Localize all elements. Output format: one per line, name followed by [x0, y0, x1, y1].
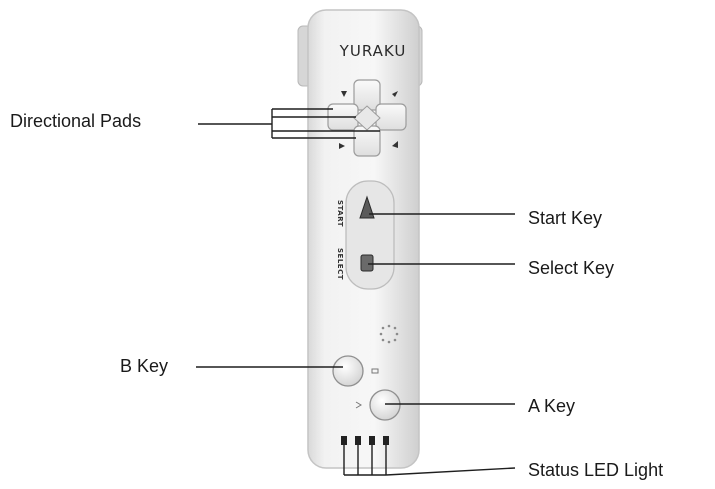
dpad-arrow-icons: [339, 91, 398, 149]
arrow-downright-icon: [392, 141, 398, 148]
arrow-upright-icon: [392, 91, 398, 97]
arrow-upleft-icon: [341, 91, 347, 97]
arrow-downleft-icon: [339, 143, 345, 149]
callout-select-key: Select Key: [528, 258, 615, 278]
a-key[interactable]: [369, 389, 401, 421]
start-button-label: START: [336, 200, 344, 228]
led-4: [383, 436, 389, 445]
start-key[interactable]: [359, 195, 375, 219]
callout-a-key: A Key: [528, 396, 576, 416]
led-3: [369, 436, 375, 445]
status-leds: [341, 436, 389, 445]
select-key[interactable]: [360, 254, 374, 272]
brand-logo-text: YURAKU: [339, 42, 407, 60]
a-key-marker-icon: [355, 401, 362, 409]
dpad-center-diamond: [353, 105, 381, 131]
b-key[interactable]: [332, 355, 364, 387]
callout-lines: [196, 108, 516, 476]
led-1: [341, 436, 347, 445]
directional-pad[interactable]: [327, 79, 407, 157]
callout-directional-pads: Directional Pads: [10, 111, 142, 131]
callout-start-key: Start Key: [528, 208, 603, 228]
start-select-panel: [345, 180, 395, 290]
led-2: [355, 436, 361, 445]
callout-status-led: Status LED Light: [528, 460, 664, 480]
speaker-grille: [379, 324, 399, 344]
select-button-label: SELECT: [336, 248, 344, 280]
dpad-right[interactable]: [375, 103, 407, 131]
b-key-marker-icon: [371, 368, 379, 374]
callout-b-key: B Key: [120, 356, 169, 376]
